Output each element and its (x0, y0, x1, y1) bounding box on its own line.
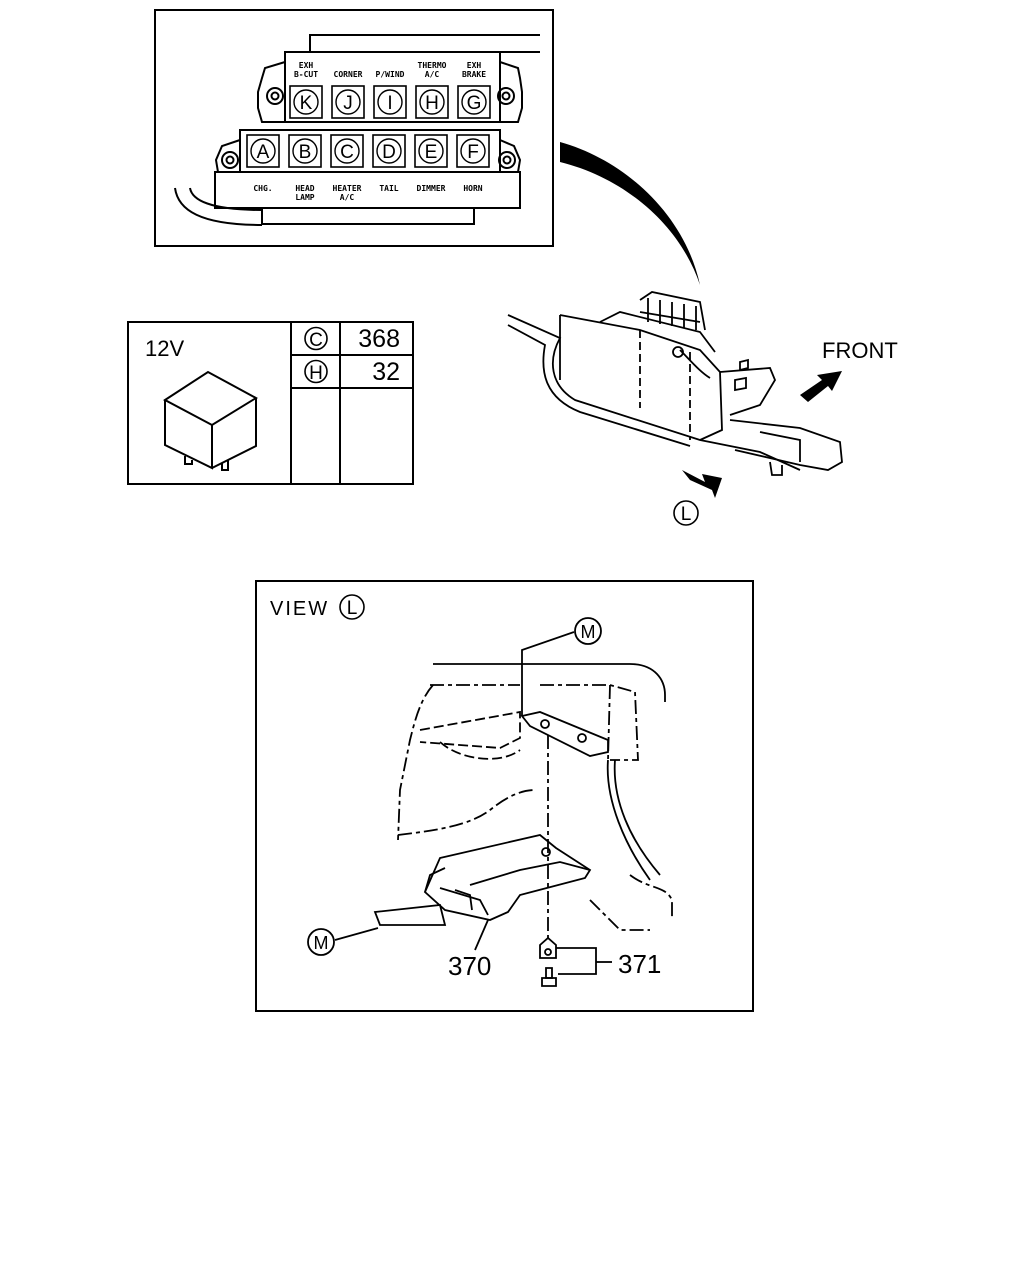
terminal-label: EXH (299, 61, 314, 70)
terminal-label: P/WIND (376, 70, 405, 79)
callout-sweep (560, 142, 700, 285)
front-arrow-icon (800, 371, 842, 402)
terminal-label: LAMP (295, 193, 314, 202)
callout-m-bottom: M (314, 933, 329, 953)
terminal-label: HEAD (295, 184, 314, 193)
relay-icon (163, 370, 258, 471)
relay-slot-i: I P/WIND (373, 70, 407, 119)
relay-table (127, 321, 414, 485)
relay-box-panel (154, 9, 554, 247)
terminal-letter: H (425, 93, 439, 114)
terminal-socket (372, 134, 406, 168)
terminal-socket (373, 85, 407, 119)
terminal-ring (460, 138, 486, 164)
callout-m-top: M (581, 622, 596, 642)
terminal-socket (331, 85, 365, 119)
terminal-letter: J (343, 93, 353, 114)
part-number-371: 371 (618, 949, 661, 979)
terminal-label: B-CUT (294, 70, 318, 79)
terminal-socket (414, 134, 448, 168)
relay-slot-e: E DIMMER (414, 134, 448, 193)
relay-slot-f: F HORN (456, 134, 490, 193)
terminal-ring (334, 138, 360, 164)
terminal-ring (335, 89, 361, 115)
relay-row-2-part: 32 (372, 358, 400, 386)
terminal-ring (377, 89, 403, 115)
terminal-label: EXH (467, 61, 482, 70)
relay-box-frame (154, 9, 554, 247)
terminal-ring (376, 138, 402, 164)
terminal-label: BRAKE (462, 70, 486, 79)
relay-row-1-letter: C (309, 330, 323, 351)
view-l-arrow-icon (682, 470, 722, 498)
terminal-letter: A (257, 142, 270, 163)
part-number-370: 370 (448, 951, 491, 981)
terminal-socket (457, 85, 491, 119)
view-marker: L (681, 504, 692, 525)
terminal-label: CHG. (253, 184, 272, 193)
vehicle-view: FRONT L (507, 142, 898, 526)
terminal-socket (330, 134, 364, 168)
terminal-socket (288, 134, 322, 168)
terminal-letter: D (382, 142, 396, 163)
terminal-label: THERMO (418, 61, 447, 70)
terminal-socket (415, 85, 449, 119)
terminal-letter: E (425, 142, 438, 163)
terminal-letter: G (467, 93, 482, 114)
relay-slot-a: A CHG. (246, 134, 280, 193)
terminal-socket (246, 134, 280, 168)
terminal-label: HEATER (333, 184, 362, 193)
relay-voltage: 12V (145, 336, 184, 361)
terminal-socket (289, 85, 323, 119)
terminal-letter: B (299, 142, 312, 163)
terminal-label: A/C (340, 193, 355, 202)
terminal-letter: K (300, 93, 313, 114)
terminal-ring (292, 138, 318, 164)
detail-view-frame (255, 580, 754, 1012)
relay-slot-j: J CORNER (331, 70, 365, 119)
terminal-ring (461, 89, 487, 115)
terminal-letter: F (467, 142, 479, 163)
terminal-label: CORNER (334, 70, 363, 79)
relay-box-top-row: KEXHB-CUTJCORNERIP/WINDHTHERMOA/CGEXHBRA… (289, 61, 491, 119)
terminal-label: A/C (425, 70, 440, 79)
front-label: FRONT (822, 338, 898, 363)
terminal-letter: I (387, 93, 392, 114)
terminal-letter: C (340, 142, 354, 163)
relay-row-1-part: 368 (358, 325, 400, 353)
detail-view-letter: L (347, 598, 358, 619)
terminal-label: TAIL (379, 184, 398, 193)
terminal-ring (419, 89, 445, 115)
relay-row-2-letter: H (309, 363, 323, 384)
relay-slot-d: D TAIL (372, 134, 406, 193)
terminal-ring (250, 138, 276, 164)
terminal-label: DIMMER (417, 184, 446, 193)
terminal-ring (418, 138, 444, 164)
relay-table-text: 12V C 368 H 32 (145, 325, 400, 386)
terminal-label: HORN (463, 184, 482, 193)
terminal-ring (293, 89, 319, 115)
terminal-socket (456, 134, 490, 168)
detail-view-title: VIEW (270, 598, 329, 620)
detail-view-panel: VIEW L (255, 580, 754, 1012)
